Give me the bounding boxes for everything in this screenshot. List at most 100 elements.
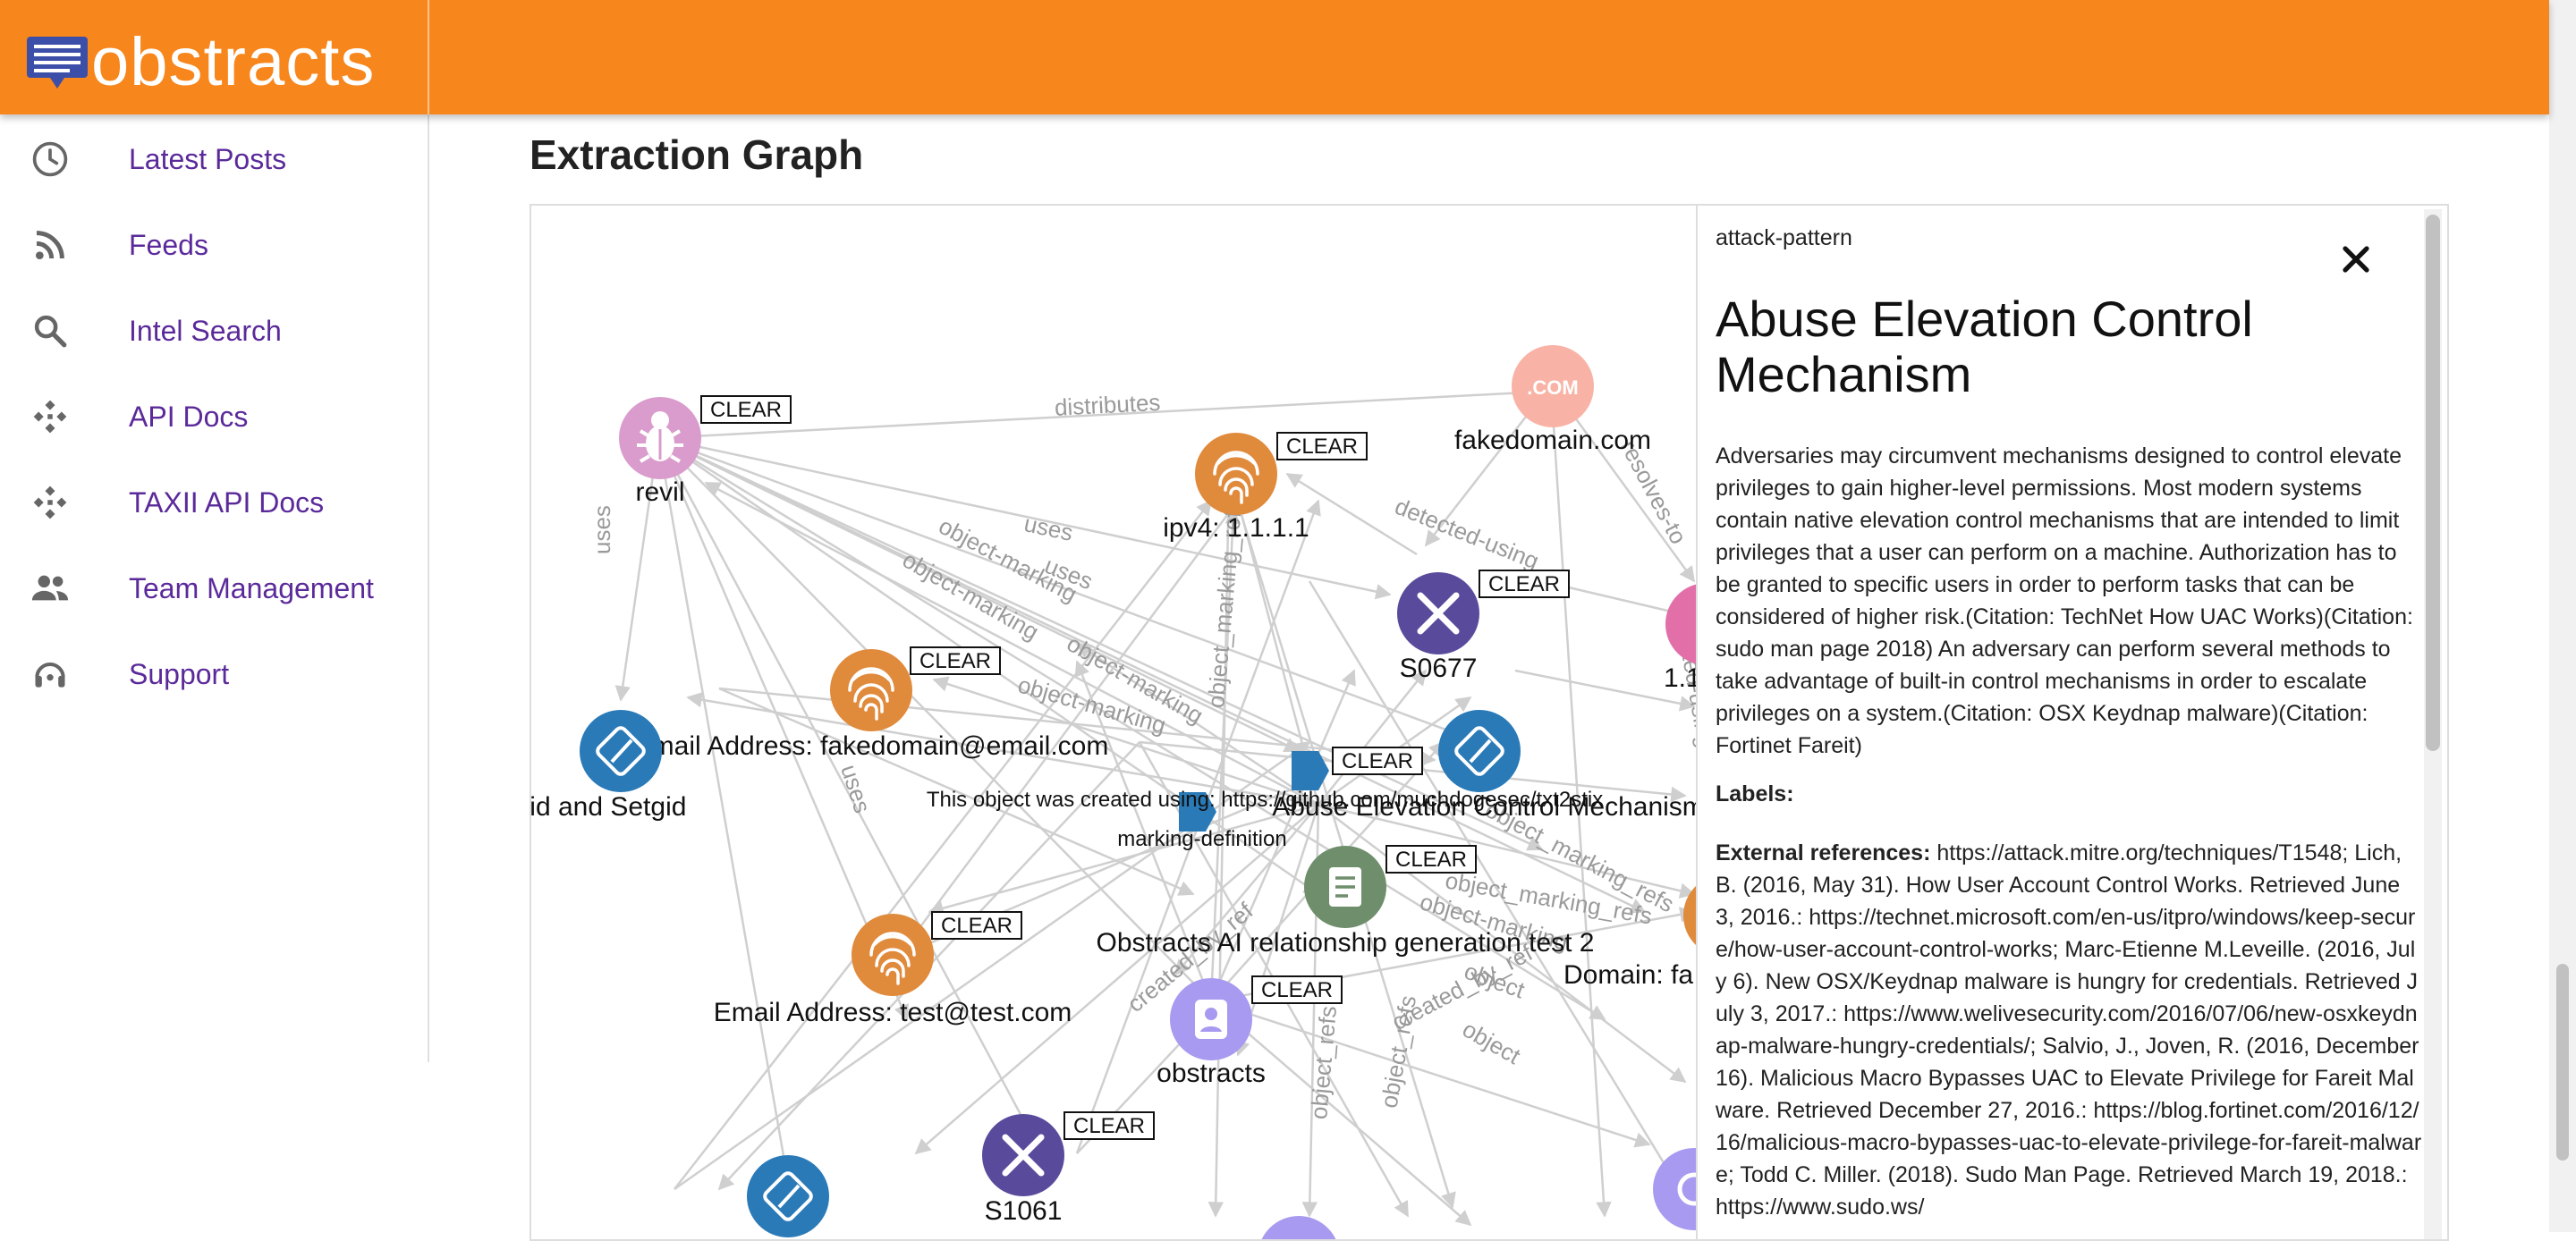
node-label: Setuid and Setgid xyxy=(531,792,686,822)
sidebar-item-support[interactable]: Support xyxy=(0,631,428,717)
node-partial-bottom-right[interactable] xyxy=(1653,1148,1696,1230)
graph-canvas[interactable]: distributes uses uses uses uses object-m… xyxy=(531,206,1696,1241)
edge-label: uses xyxy=(835,761,877,816)
edge-label: detected-using xyxy=(1391,493,1542,575)
tlp-label: CLEAR xyxy=(919,649,991,673)
page-title: Extraction Graph xyxy=(530,131,864,178)
refs-heading: External references: xyxy=(1716,840,1931,865)
node-label: Email Address: fakedomain@email.com xyxy=(634,731,1109,761)
tools-icon xyxy=(1002,1134,1045,1177)
tlp-badge: CLEAR xyxy=(1251,975,1343,1004)
api-icon xyxy=(29,481,72,524)
fingerprint-icon xyxy=(869,932,916,985)
tlp-label: CLEAR xyxy=(710,398,782,422)
support-icon xyxy=(29,653,72,696)
node-s0677[interactable]: S0677 CLEAR xyxy=(1397,570,1570,683)
tlp-label: CLEAR xyxy=(1395,848,1467,872)
tools-icon xyxy=(1417,592,1460,635)
sidebar-item-intel-search[interactable]: Intel Search xyxy=(0,288,428,374)
node-ip-partial[interactable]: 1.1 xyxy=(1664,583,1696,693)
node-s1061[interactable]: S1061 CLEAR xyxy=(982,1111,1155,1226)
dotcom-icon: .COM xyxy=(1527,376,1578,399)
node-revil[interactable]: revil CLEAR xyxy=(619,395,792,507)
sidebar-item-label: Team Management xyxy=(129,571,374,604)
sidebar-item-latest-posts[interactable]: Latest Posts xyxy=(0,116,428,202)
search-icon xyxy=(29,309,72,352)
header-divider xyxy=(428,0,429,114)
tlp-badge: CLEAR xyxy=(931,911,1022,940)
object-type: attack-pattern xyxy=(1716,225,1852,250)
attack-pattern-icon xyxy=(763,1171,813,1221)
node-report[interactable]: Obstracts AI relationship generation tes… xyxy=(1097,845,1595,958)
sidebar-item-feeds[interactable]: Feeds xyxy=(0,202,428,288)
node-label: S0677 xyxy=(1400,654,1478,683)
app-name: obstracts xyxy=(91,24,376,100)
tlp-label: CLEAR xyxy=(1073,1114,1145,1138)
tlp-badge: CLEAR xyxy=(1479,570,1570,598)
sidebar-item-taxii-api-docs[interactable]: TAXII API Docs xyxy=(0,460,428,545)
tlp-label: CLEAR xyxy=(1261,978,1333,1002)
sidebar-item-team-management[interactable]: Team Management xyxy=(0,545,428,631)
identity-icon xyxy=(1195,1000,1227,1039)
node-domain-partial[interactable]: Domain: fa xyxy=(1563,874,1696,990)
node-label: revil xyxy=(635,477,684,507)
tlp-label: CLEAR xyxy=(1342,749,1413,773)
sidebar: Latest Posts Feeds Intel Search API Docs… xyxy=(0,114,429,1062)
edge-label: uses xyxy=(1021,510,1075,546)
fingerprint-icon xyxy=(848,667,894,721)
marker-icon xyxy=(1179,792,1216,832)
close-icon[interactable] xyxy=(2334,238,2377,281)
graph-nodes[interactable]: revil CLEAR .COM fakedomain.com ipv4: 1.… xyxy=(531,345,1696,1241)
app-logo[interactable]: obstracts xyxy=(25,27,375,98)
node-setuid-setgid[interactable]: Setuid and Setgid xyxy=(531,710,686,822)
tlp-badge: CLEAR xyxy=(1332,747,1423,775)
node-label: S1061 xyxy=(985,1196,1063,1226)
tlp-badge: CLEAR xyxy=(700,395,792,424)
attack-pattern-icon xyxy=(1454,726,1504,776)
detail-panel: attack-pattern Abuse Elevation Control M… xyxy=(1696,206,2447,1239)
node-email-test[interactable]: Email Address: test@test.com CLEAR xyxy=(714,911,1072,1027)
edge-label: distributes xyxy=(1054,389,1161,421)
top-header: obstracts xyxy=(0,0,2549,114)
sidebar-item-label: Support xyxy=(129,657,230,690)
node-label: marking-definition xyxy=(1117,827,1286,851)
external-references: External references: https://attack.mitr… xyxy=(1716,837,2422,1223)
node-label: Email Address: test@test.com xyxy=(714,998,1072,1027)
node-label: Abuse Elevation Control Mechanism xyxy=(1272,792,1696,822)
node-label: This object was created using: https://g… xyxy=(927,788,1603,812)
node-label: ipv4: 1.1.1.1 xyxy=(1163,513,1309,543)
object-description: Adversaries may circumvent mechanisms de… xyxy=(1716,443,2413,758)
edge-label: uses xyxy=(589,505,615,554)
marker-icon xyxy=(1292,751,1329,790)
node-abuse-elevation[interactable]: Abuse Elevation Control Mechanism CLEAR xyxy=(1272,710,1696,822)
report-icon xyxy=(1329,867,1361,907)
node-obstracts-identity[interactable]: obstracts CLEAR xyxy=(1157,975,1343,1088)
edge-label: object_refs xyxy=(1376,993,1422,1110)
node-partial-bottom[interactable] xyxy=(1258,1216,1340,1241)
page-scrollbar[interactable] xyxy=(2549,0,2576,1232)
node-label: fakedomain.com xyxy=(1454,426,1651,455)
bug-icon xyxy=(637,411,683,463)
node-marking-definition[interactable]: This object was created using: https://g… xyxy=(927,788,1603,851)
rss-icon xyxy=(29,224,72,266)
node-fakedomain[interactable]: .COM fakedomain.com xyxy=(1454,345,1651,455)
sidebar-item-label: Feeds xyxy=(129,228,208,261)
logo-icon xyxy=(25,35,89,90)
object-title: Abuse Elevation Control Mechanism xyxy=(1716,291,2253,402)
sidebar-item-label: TAXII API Docs xyxy=(129,485,325,519)
tlp-badge: CLEAR xyxy=(1063,1111,1155,1140)
page-scrollbar-thumb[interactable] xyxy=(2556,964,2569,1161)
node-attack-pattern-bottom[interactable] xyxy=(747,1155,829,1237)
node-ipv4[interactable]: ipv4: 1.1.1.1 CLEAR xyxy=(1163,432,1368,543)
attack-pattern-icon xyxy=(596,726,646,776)
sidebar-item-api-docs[interactable]: API Docs xyxy=(0,374,428,460)
sidebar-item-label: Intel Search xyxy=(129,314,282,347)
clock-icon xyxy=(29,138,72,181)
node-email-fakedomain[interactable]: Email Address: fakedomain@email.com CLEA… xyxy=(634,646,1109,761)
tlp-badge: CLEAR xyxy=(910,646,1001,675)
detail-scrollbar[interactable] xyxy=(2424,209,2442,1239)
detail-scrollbar-thumb[interactable] xyxy=(2426,215,2440,751)
edge-label: object xyxy=(1458,1016,1526,1070)
graph-edges xyxy=(614,384,1696,1227)
node-label: Obstracts AI relationship generation tes… xyxy=(1097,928,1595,958)
